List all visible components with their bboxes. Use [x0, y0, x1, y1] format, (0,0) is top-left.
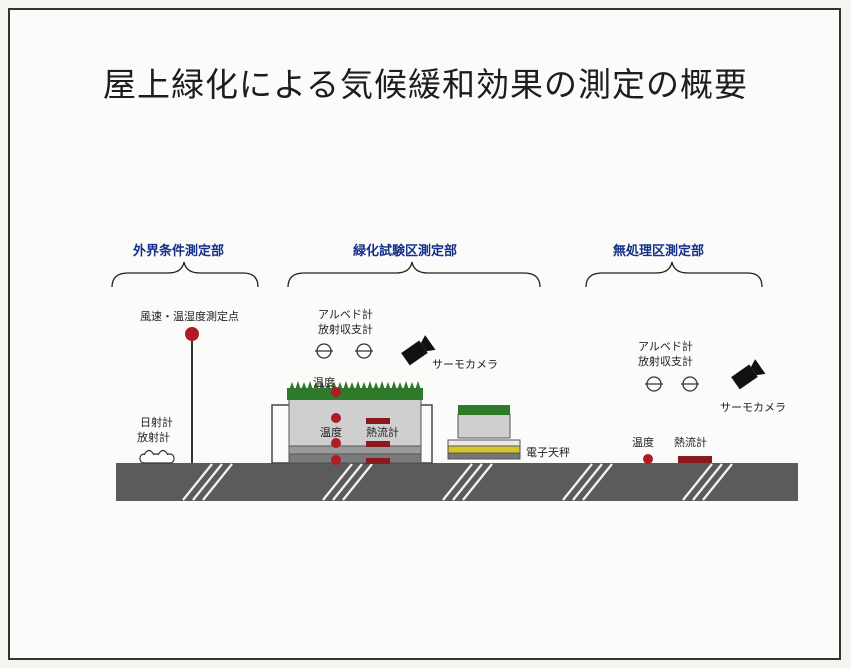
thermo-camera-icon-1 [401, 335, 436, 366]
label-albedo-2: アルベド計 [638, 340, 693, 353]
greening-base-2 [288, 453, 422, 464]
bracket-untreated [585, 261, 763, 288]
label-net-radiometer-1: 放射収支計 [318, 323, 373, 336]
thermo-camera-icon-2 [731, 359, 766, 390]
label-heat-flux-2: 熱流計 [674, 436, 707, 449]
temperature-point-mid [331, 413, 341, 423]
heat-flux-plate-slab [366, 458, 390, 464]
label-electronic-balance: 電子天秤 [526, 446, 570, 459]
label-sunshine-meter: 日射計 [140, 416, 173, 429]
label-thermo-camera-2: サーモカメラ [720, 401, 786, 414]
label-temperature-1: 温度 [313, 376, 335, 389]
label-albedo-1: アルベド計 [318, 308, 373, 321]
temperature-point-base [331, 438, 341, 448]
label-radiation-meter: 放射計 [137, 431, 170, 444]
temperature-point-surface [331, 387, 341, 397]
bracket-outdoor [111, 261, 259, 288]
greening-base-1 [288, 445, 422, 455]
temperature-point-slab [331, 455, 341, 465]
wind-humidity-sensor [185, 327, 199, 341]
greening-soil [288, 397, 422, 447]
heat-flux-plate-untreated [678, 456, 712, 463]
grass-layer [287, 381, 423, 400]
label-temperature-3: 温度 [632, 436, 654, 449]
label-heat-flux-1: 熱流計 [366, 426, 399, 439]
heat-flux-plate-mid [366, 418, 390, 424]
label-temperature-2: 温度 [320, 426, 342, 439]
label-thermo-camera-1: サーモカメラ [432, 358, 498, 371]
albedo-sensor-icon-2 [645, 376, 699, 392]
label-net-radiometer-2: 放射収支計 [638, 355, 693, 368]
bracket-green [287, 261, 541, 288]
heat-flux-plate-base [366, 441, 390, 447]
balance-sample [447, 405, 521, 460]
page-title: 屋上緑化による気候緩和効果の測定の概要 [102, 65, 748, 104]
section-label-green: 緑化試験区測定部 [353, 244, 458, 259]
slide-frame [8, 8, 841, 660]
section-label-untreated: 無処理区測定部 [613, 244, 705, 259]
section-label-outdoor: 外界条件測定部 [133, 244, 225, 259]
sunshine-meter-icon [139, 449, 175, 464]
temperature-point-untreated [643, 454, 653, 464]
albedo-sensor-icon-1 [315, 343, 373, 359]
slab-hatch-marks [182, 463, 733, 501]
label-wind-humidity: 風速・温湿度測定点 [140, 310, 239, 323]
